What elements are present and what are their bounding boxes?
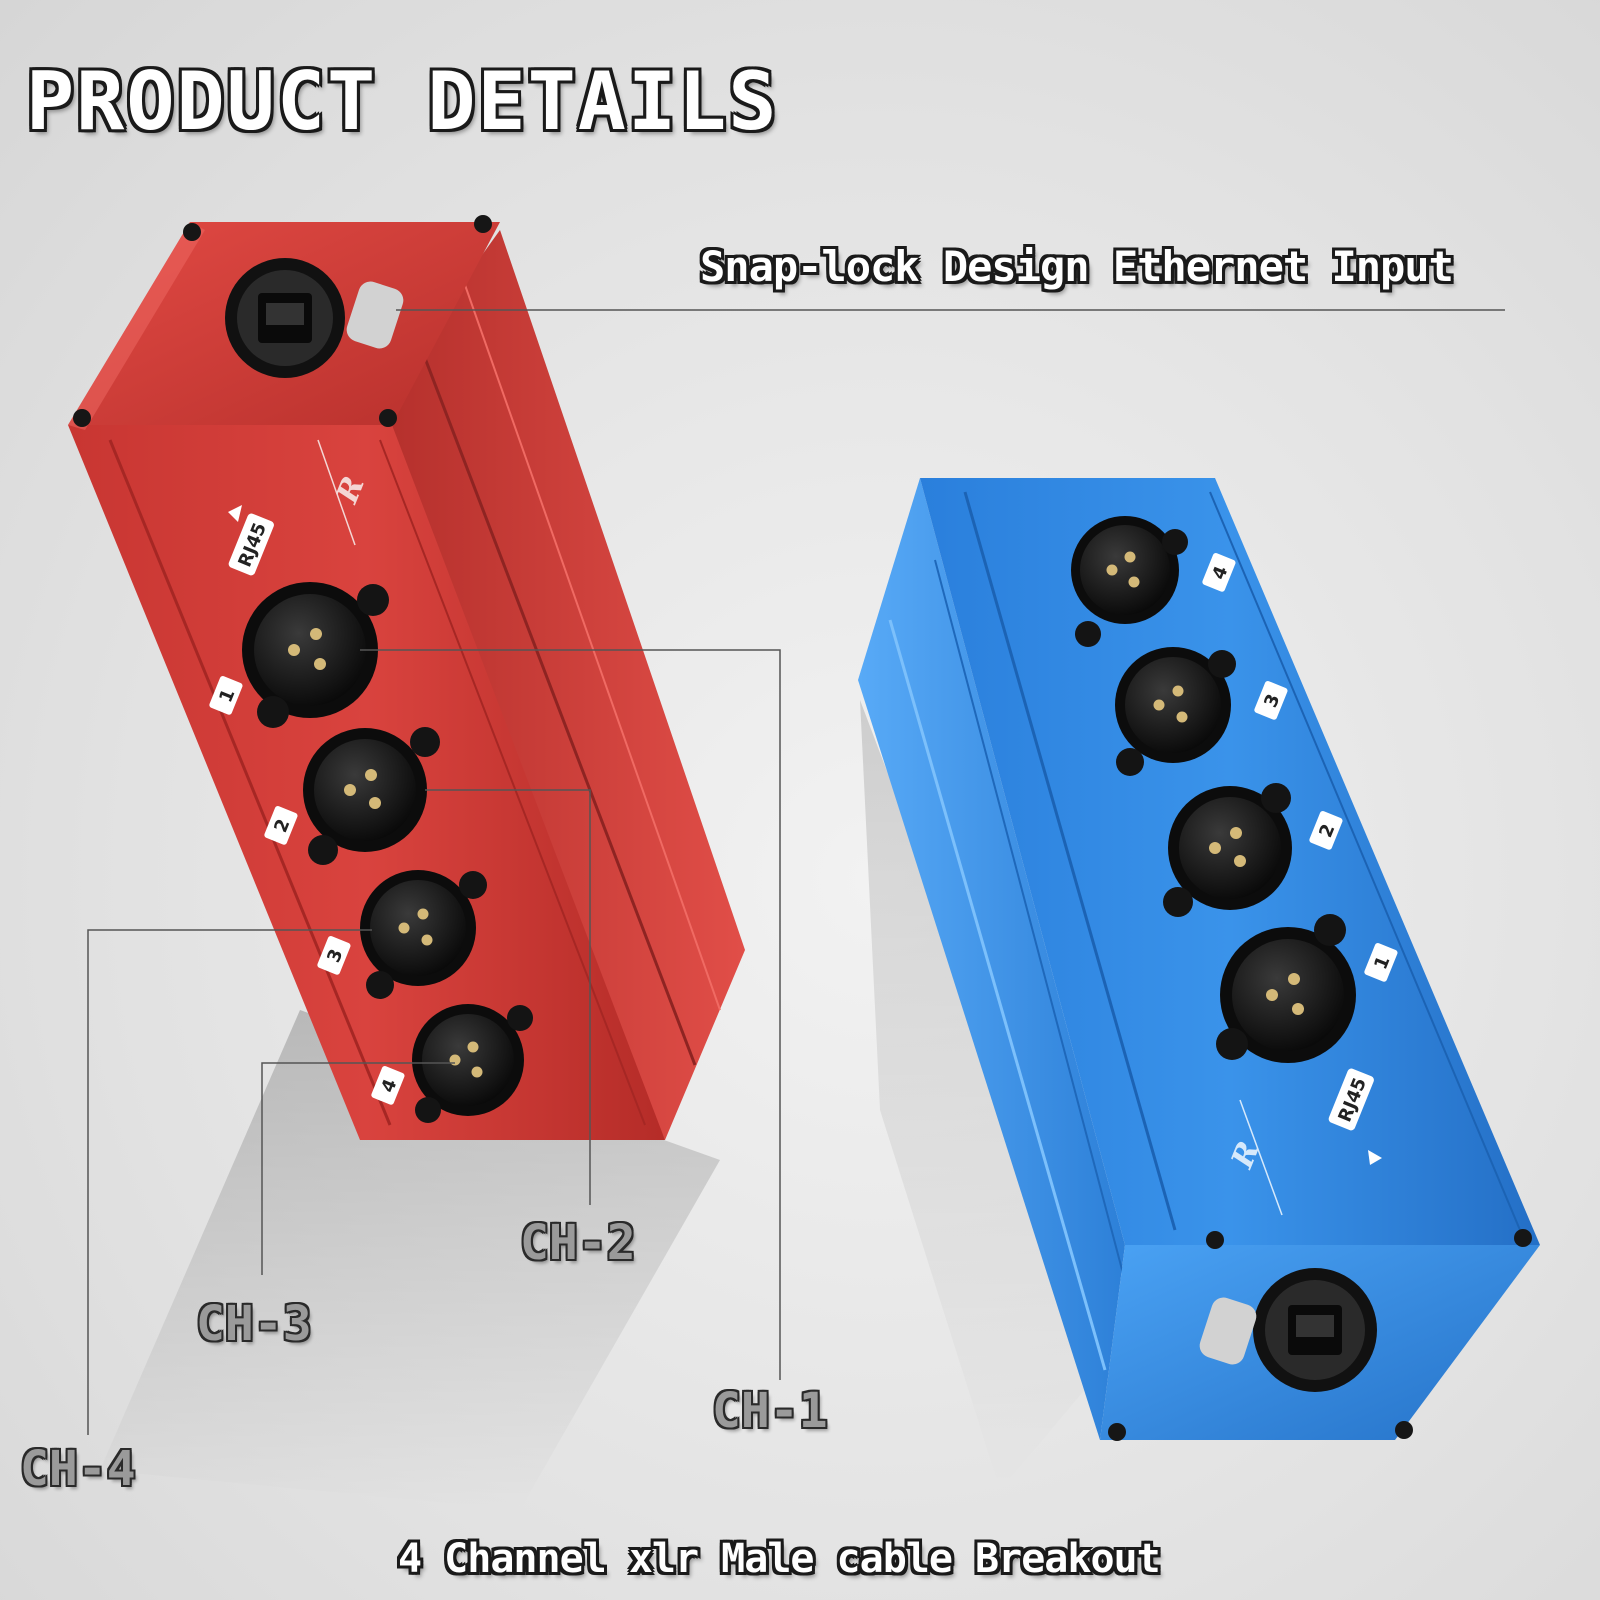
ch4-callout: CH-4 bbox=[20, 1441, 136, 1497]
screw-icon bbox=[507, 1005, 533, 1031]
blue-xlr-connectors bbox=[1071, 516, 1356, 1063]
xlr-male-connector-icon bbox=[412, 1004, 524, 1116]
screw-icon bbox=[1514, 1229, 1532, 1247]
screw-icon bbox=[1206, 1231, 1224, 1249]
rj45-ethercon-port-icon bbox=[1199, 1268, 1377, 1392]
ch1-callout: CH-1 bbox=[712, 1383, 828, 1439]
screw-icon bbox=[357, 584, 389, 616]
xlr-male-connector-icon bbox=[360, 870, 476, 986]
leader-ch4 bbox=[87, 929, 372, 1435]
screw-icon bbox=[474, 215, 492, 233]
leader-ch1 bbox=[360, 649, 781, 1380]
ch2-callout: CH-2 bbox=[520, 1215, 636, 1271]
screw-icon bbox=[366, 971, 394, 999]
screw-icon bbox=[415, 1097, 441, 1123]
red-xlr-connectors bbox=[242, 582, 533, 1123]
leader-lines bbox=[87, 309, 1505, 1435]
screw-icon bbox=[1162, 529, 1188, 555]
page-title: PRODUCT DETAILS bbox=[26, 55, 779, 148]
xlr-male-connector-icon bbox=[1071, 516, 1179, 624]
blue-channel-tags: 4 3 2 1 bbox=[1202, 553, 1398, 982]
screw-icon bbox=[308, 835, 338, 865]
screw-icon bbox=[1261, 783, 1291, 813]
red-channel-tags: 1 2 3 4 bbox=[209, 676, 405, 1105]
screw-icon bbox=[73, 409, 91, 427]
screw-icon bbox=[1108, 1423, 1126, 1441]
xlr-male-connector-icon bbox=[242, 582, 378, 718]
xlr-male-connector-icon bbox=[1168, 786, 1292, 910]
screw-icon bbox=[257, 696, 289, 728]
screw-icon bbox=[1075, 621, 1101, 647]
leader-ch2 bbox=[425, 789, 591, 1205]
screw-icon bbox=[1395, 1421, 1413, 1439]
screw-icon bbox=[459, 871, 487, 899]
red-breakout-box: R RJ45 bbox=[68, 215, 745, 1140]
xlr-male-connector-icon bbox=[303, 728, 427, 852]
blue-box-shadow bbox=[860, 700, 1110, 1490]
screw-icon bbox=[1116, 748, 1144, 776]
ethernet-input-callout: Snap-lock Design Ethernet Input bbox=[700, 242, 1454, 291]
screw-icon bbox=[379, 409, 397, 427]
ch3-callout: CH-3 bbox=[196, 1296, 312, 1352]
product-caption: 4 Channel xlr Male cable Breakout bbox=[398, 1536, 1161, 1582]
screw-icon bbox=[1216, 1028, 1248, 1060]
xlr-male-connector-icon bbox=[1220, 927, 1356, 1063]
screw-icon bbox=[1208, 650, 1236, 678]
screw-icon bbox=[1314, 914, 1346, 946]
screw-icon bbox=[183, 223, 201, 241]
screw-icon bbox=[1163, 887, 1193, 917]
leader-ch3 bbox=[261, 1062, 455, 1275]
screw-icon bbox=[410, 727, 440, 757]
xlr-male-connector-icon bbox=[1115, 647, 1231, 763]
rj45-ethercon-port-icon bbox=[225, 258, 404, 378]
